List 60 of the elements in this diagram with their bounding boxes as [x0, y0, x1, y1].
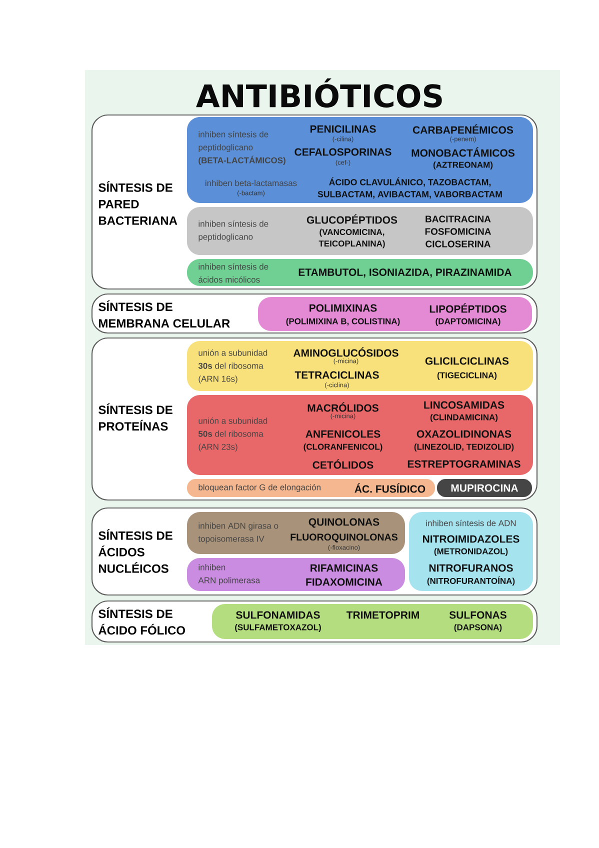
- mechanism-text: unión a subunidad 50s del ribosoma (ARN 23s): [198, 418, 268, 452]
- mechanism-text: inhiben síntesis de peptidoglicano: [198, 220, 268, 242]
- drug-class-name: SULFONAS: [449, 611, 506, 619]
- drug-class-name: NITROFURANOS: [429, 564, 513, 572]
- drug-class-name: NITROIMIDAZOLES: [423, 535, 520, 543]
- drug-class-name: ETAMBUTOL, ISONIAZIDA, PIRAZINAMIDA: [298, 268, 512, 278]
- example-drugs: (CLORANFENICOL): [304, 444, 382, 452]
- drug-class-name: QUINOLONAS: [308, 518, 380, 528]
- drug-name: BACITRACINA: [426, 216, 491, 222]
- example-drugs: (DAPSONA): [454, 624, 502, 632]
- drug-class-name: ESTREPTOGRAMINAS: [408, 460, 520, 468]
- example-drugs: (POLIMIXINA B, COLISTINA): [286, 318, 400, 326]
- example-drugs: (TIGECICLINA): [437, 372, 497, 380]
- drug-class-name: TRIMETOPRIM: [346, 611, 419, 619]
- drug-class-name: LINCOSAMIDAS: [424, 401, 504, 409]
- mechanism-text: inhiben ARN polimerasa: [198, 564, 260, 585]
- section-heading: SÍNTESIS DE ÁCIDO FÓLICO: [98, 607, 186, 635]
- drug-name: CICLOSERINA: [426, 240, 490, 248]
- example-drugs: (SULFAMETOXAZOL): [235, 624, 321, 632]
- mechanism-text: bloquean factor G de elongación: [198, 484, 320, 492]
- example-drugs: (CLINDAMICINA): [430, 414, 498, 422]
- drug-class-name: GLICILCICLINAS: [425, 357, 509, 365]
- section-heading: SÍNTESIS DE ÁCIDOS NUCLÉICOS: [98, 529, 172, 573]
- drug-class-name: SULFONAMIDAS: [236, 611, 320, 619]
- drug-class-name: PENICILINAS: [310, 125, 376, 133]
- mechanism-text: inhiben síntesis de ADN: [426, 520, 516, 526]
- drug-class-name: CARBAPENÉMICOS: [412, 124, 514, 134]
- example-drugs: (LINEZOLID, TEDIZOLID): [414, 444, 514, 452]
- drug-class-name: POLIMIXINAS: [310, 304, 377, 312]
- drug-class-name: GLUCOPÉPTIDOS: [306, 214, 398, 224]
- drug-class-name: TETRACICLINAS: [294, 371, 379, 379]
- drug-class-name: ÁC. FUSÍDICO: [354, 483, 426, 493]
- section-heading: SÍNTESIS DE MEMBRANA CELULAR: [98, 300, 230, 328]
- example-drugs: (AZTREONAM): [433, 162, 493, 170]
- mechanism-text: inhiben ADN girasa o topoisomerasa IV: [198, 522, 278, 544]
- drug-class-name: OXAZOLIDINONAS: [416, 430, 512, 438]
- drug-class-name: RIFAMICINAS: [310, 564, 378, 572]
- drug-class-name: CETÓLIDOS: [312, 459, 374, 469]
- mechanism-text: unión a subunidad 30s del ribosoma (ARN 16s): [198, 350, 268, 384]
- drug-class-name: AMINOGLUCÓSIDOS: [293, 347, 398, 357]
- example-drugs: (DAPTOMICINA): [436, 318, 500, 326]
- drug-class-name: CEFALOSPORINAS: [294, 148, 392, 156]
- drug-class-name: FLUOROQUINOLONAS: [290, 534, 398, 542]
- drug-name: ÁCIDO CLAVULÁNICO, TAZOBACTAM, SULBACTAM, AVIBACTAM, VABORBACTAM: [318, 177, 502, 199]
- drug-pill: MUPIROCINA: [437, 479, 532, 497]
- drug-name: FOSFOMICINA: [425, 228, 491, 235]
- example-drugs: (NITROFURANTOÍNA): [427, 576, 515, 586]
- mechanism-text: inhiben síntesis de ácidos micólicos: [198, 263, 268, 283]
- drug-class-name: ANFENICOLES: [306, 430, 380, 438]
- title: ANTIBIÓTICOS: [196, 78, 442, 108]
- example-drugs: (VANCOMICINA, TEICOPLANINA): [318, 228, 385, 248]
- example-drugs: (METRONIDAZOL): [434, 548, 508, 556]
- section-heading: SÍNTESIS DE PARED BACTERIANA: [98, 181, 178, 225]
- drug-class-name: FIDAXOMICINA: [306, 578, 382, 586]
- drug-class-name: MONOBACTÁMICOS: [412, 147, 514, 157]
- section-heading: SÍNTESIS DE PROTEÍNAS: [98, 403, 172, 431]
- drug-class-name: MACRÓLIDOS: [308, 402, 378, 412]
- mechanism-text: inhiben síntesis de peptidoglicano (BETA-LACTÁMICOS): [198, 131, 286, 165]
- drug-class-name: LIPOPÉPTIDOS: [430, 303, 506, 313]
- mechanism-text: inhiben beta-lactamasas: [206, 180, 297, 186]
